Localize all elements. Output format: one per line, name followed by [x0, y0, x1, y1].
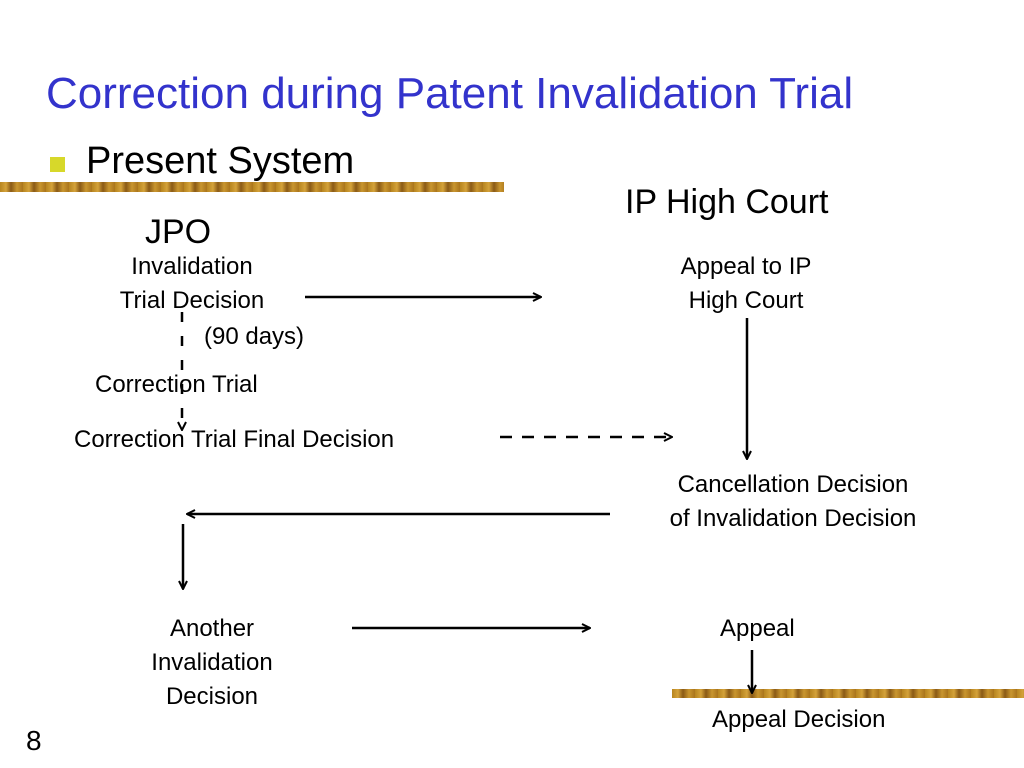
flow-arrows: [0, 0, 1024, 768]
